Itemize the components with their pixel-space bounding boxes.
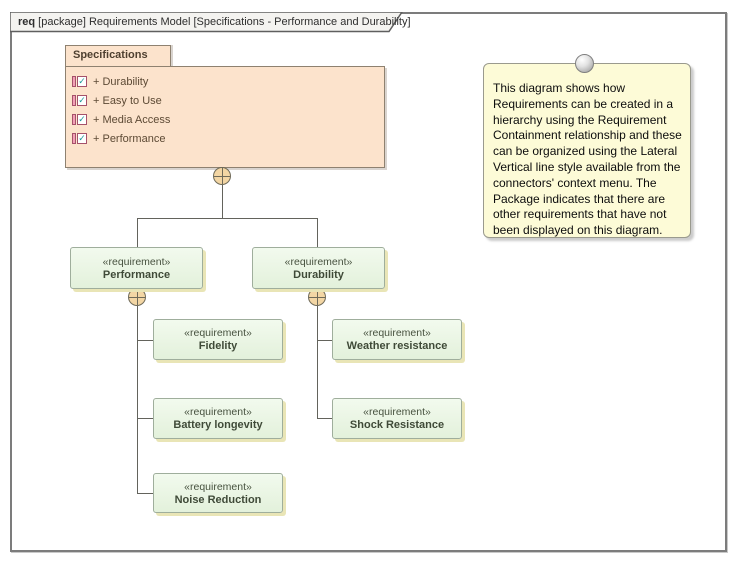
note-pin-icon [575, 54, 594, 73]
frame-keyword: req [18, 16, 36, 28]
connector-to-performance[interactable] [137, 218, 138, 247]
requirement-name: Weather resistance [346, 340, 448, 352]
requirement-weather-resistance[interactable]: «requirement» Weather resistance [332, 319, 462, 360]
package-item-label: + Media Access [93, 113, 171, 126]
requirement-name: Fidelity [198, 340, 238, 352]
package-tab[interactable]: Specifications [65, 45, 171, 67]
stereotype-label: «requirement» [284, 255, 353, 268]
package-item-label: + Durability [93, 75, 149, 88]
connector-performance-trunk[interactable] [137, 306, 138, 493]
containment-circle-icon [128, 288, 146, 306]
frame-header-tab [10, 12, 403, 33]
stereotype-label: «requirement» [184, 327, 252, 339]
requirement-name: Performance [102, 268, 171, 281]
connector-package-trunk[interactable] [222, 168, 223, 218]
stereotype-label: «requirement» [102, 255, 171, 268]
stereotype-label: «requirement» [184, 406, 252, 418]
package-name: Specifications [73, 49, 148, 61]
stereotype-label: «requirement» [363, 327, 431, 339]
note-text: This diagram shows how Requirements can … [493, 81, 682, 238]
package-item-label: + Easy to Use [93, 94, 162, 107]
connector-to-noise[interactable] [137, 493, 153, 494]
diagram-note[interactable]: This diagram shows how Requirements can … [483, 63, 691, 238]
connector-to-weather[interactable] [317, 340, 332, 341]
containment-circle-icon [213, 167, 231, 185]
connector-package-branch[interactable] [137, 218, 318, 219]
stereotype-label: «requirement» [184, 480, 252, 493]
requirement-noise-reduction[interactable]: «requirement» Noise Reduction [153, 473, 283, 513]
requirement-battery-longevity[interactable]: «requirement» Battery longevity [153, 398, 283, 439]
requirement-checked-icon: ✓ [72, 114, 87, 125]
stereotype-label: «requirement» [363, 406, 431, 418]
package-item-easy-to-use[interactable]: ✓ + Easy to Use [72, 91, 384, 110]
package-item-performance[interactable]: ✓ + Performance [72, 129, 384, 148]
connector-to-durability[interactable] [317, 218, 318, 247]
requirement-checked-icon: ✓ [72, 76, 87, 87]
connector-to-battery[interactable] [137, 418, 153, 419]
package-item-media-access[interactable]: ✓ + Media Access [72, 110, 384, 129]
requirement-durability[interactable]: «requirement» Durability [252, 247, 385, 289]
connector-to-fidelity[interactable] [137, 340, 153, 341]
requirement-fidelity[interactable]: «requirement» Fidelity [153, 319, 283, 360]
frame-title-text: [package] Requirements Model [Specificat… [35, 16, 411, 28]
package-item-durability[interactable]: ✓ + Durability [72, 72, 384, 91]
containment-circle-icon [308, 288, 326, 306]
frame-title: req [package] Requirements Model [Specif… [18, 14, 411, 31]
requirement-checked-icon: ✓ [72, 95, 87, 106]
requirement-performance[interactable]: «requirement» Performance [70, 247, 203, 289]
connector-durability-trunk[interactable] [317, 306, 318, 418]
requirement-name: Battery longevity [173, 419, 263, 431]
package-item-label: + Performance [93, 132, 166, 145]
package-specifications[interactable]: ✓ + Durability ✓ + Easy to Use ✓ + Media… [65, 66, 385, 168]
requirement-shock-resistance[interactable]: «requirement» Shock Resistance [332, 398, 462, 439]
connector-to-shock[interactable] [317, 418, 332, 419]
requirement-checked-icon: ✓ [72, 133, 87, 144]
requirement-name: Shock Resistance [349, 419, 445, 431]
requirement-name: Noise Reduction [174, 493, 262, 506]
requirement-name: Durability [293, 268, 344, 281]
